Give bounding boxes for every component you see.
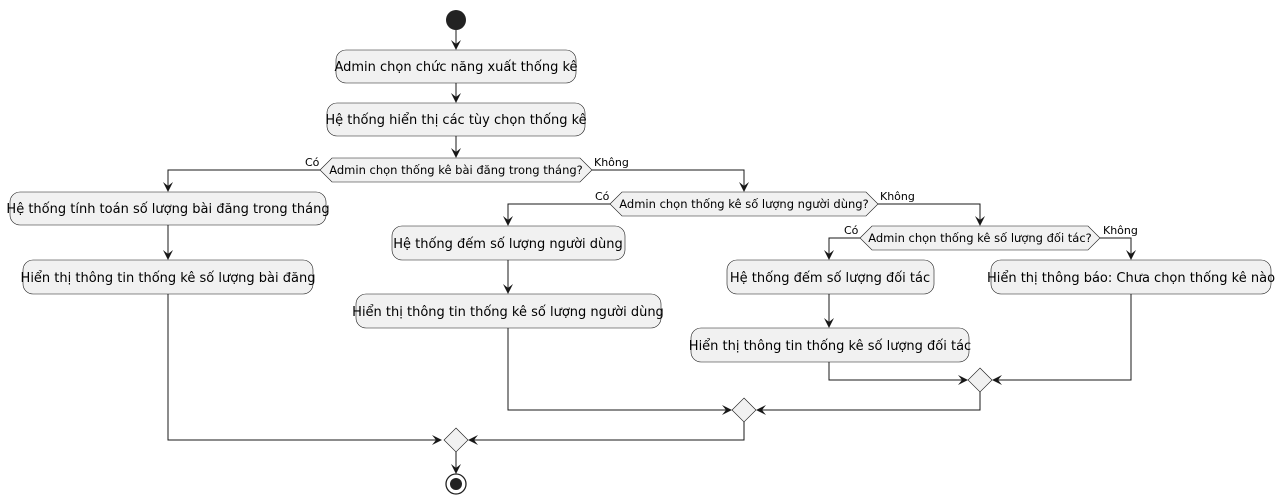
arrowhead — [975, 216, 985, 226]
decision-box — [609, 191, 879, 217]
action-label: Hiển thị thông báo: Chưa chọn thống kê n… — [987, 271, 1275, 286]
action-a2: Hệ thống hiển thị các tùy chọn thống kê — [325, 102, 587, 137]
edge-merge2-merge1 — [474, 422, 745, 441]
action-label: Hệ thống tính toán số lượng bài đăng tro… — [6, 202, 329, 217]
action-a3: Hệ thống tính toán số lượng bài đăng tro… — [6, 191, 330, 226]
arrowheads — [163, 40, 1136, 474]
arrowhead — [1126, 250, 1136, 260]
edge-a6-merge2 — [507, 328, 726, 411]
merge-node-3 — [967, 367, 993, 393]
arrowhead — [451, 40, 461, 50]
action-box — [726, 259, 935, 295]
arrowhead — [992, 375, 1002, 385]
action-a9: Hiển thị thông báo: Chưa chọn thống kê n… — [987, 259, 1275, 295]
arrowhead — [739, 182, 749, 192]
arrowhead — [503, 216, 513, 226]
action-label: Hiển thị thông tin thống kê số lượng đối… — [689, 339, 971, 354]
end-node-core — [450, 478, 462, 490]
action-label: Hiển thị thông tin thống kê số lượng ngư… — [352, 305, 664, 320]
arrowhead — [451, 464, 461, 474]
branch-label-no: Không — [594, 156, 629, 169]
arrowhead — [503, 284, 513, 294]
arrowhead — [824, 318, 834, 328]
edge-d2-no — [878, 203, 981, 222]
action-a8: Hiển thị thông tin thống kê số lượng đối… — [689, 327, 971, 363]
action-box — [326, 102, 586, 137]
branch-label-yes: Có — [844, 224, 859, 237]
action-label: Hệ thống đếm số lượng người dùng — [393, 237, 623, 252]
edge-d3-yes — [828, 237, 860, 256]
action-box — [690, 327, 970, 363]
action-label: Admin chọn chức năng xuất thống kê — [334, 60, 577, 75]
action-a1: Admin chọn chức năng xuất thống kê — [334, 49, 578, 84]
action-label: Hệ thống đếm số lượng đối tác — [730, 271, 930, 286]
action-label: Hệ thống hiển thị các tùy chọn thống kê — [325, 113, 586, 128]
arrowhead — [163, 250, 173, 260]
action-a7: Hệ thống đếm số lượng đối tác — [726, 259, 935, 295]
action-a5: Hệ thống đếm số lượng người dùng — [391, 225, 626, 261]
edge-d3-no — [1100, 237, 1132, 256]
action-box — [9, 191, 327, 226]
arrowhead — [468, 435, 478, 445]
decision-box — [859, 225, 1101, 251]
action-a6: Hiển thị thông tin thống kê số lượng ngư… — [352, 293, 664, 329]
decision-d3: Admin chọn thống kê số lượng đối tác? — [859, 225, 1101, 251]
end-node — [445, 473, 467, 495]
action-box — [990, 259, 1272, 295]
action-box — [391, 225, 626, 261]
branch-label-yes: Có — [305, 156, 320, 169]
edge-d1-no — [592, 169, 745, 188]
arrowhead — [958, 375, 968, 385]
decision-label: Admin chọn thống kê bài đăng trong tháng… — [329, 163, 583, 177]
branch-label-no: Không — [1103, 224, 1138, 237]
merge-node-2 — [731, 397, 757, 423]
branch-label-no: Không — [880, 190, 915, 203]
action-box — [22, 259, 314, 295]
arrowhead — [756, 405, 766, 415]
decision-d1: Admin chọn thống kê bài đăng trong tháng… — [319, 157, 593, 183]
arrowhead — [432, 435, 442, 445]
edges — [167, 30, 1132, 472]
arrowhead — [451, 148, 461, 158]
merge-node-1 — [443, 427, 469, 453]
decision-label: Admin chọn thống kê số lượng người dùng? — [619, 197, 868, 211]
action-box — [355, 293, 662, 329]
action-a4: Hiển thị thông tin thống kê số lượng bài… — [21, 259, 316, 295]
arrowhead — [824, 250, 834, 260]
arrowhead — [722, 405, 732, 415]
action-label: Hiển thị thông tin thống kê số lượng bài… — [21, 271, 316, 286]
edge-d1-yes — [167, 169, 320, 188]
decision-d2: Admin chọn thống kê số lượng người dùng? — [609, 191, 879, 217]
edge-a9-merge3 — [997, 294, 1132, 381]
branch-label-yes: Có — [595, 190, 610, 203]
decision-box — [319, 157, 593, 183]
edge-merge3-merge2 — [762, 392, 981, 411]
decision-label: Admin chọn thống kê số lượng đối tác? — [868, 231, 1092, 245]
edge-a8-merge3 — [828, 362, 962, 381]
action-box — [335, 49, 577, 84]
arrowhead — [163, 182, 173, 192]
start-node — [446, 10, 466, 30]
edge-a4-merge1 — [167, 294, 438, 441]
arrowhead — [451, 93, 461, 103]
edge-d2-yes — [507, 203, 610, 222]
